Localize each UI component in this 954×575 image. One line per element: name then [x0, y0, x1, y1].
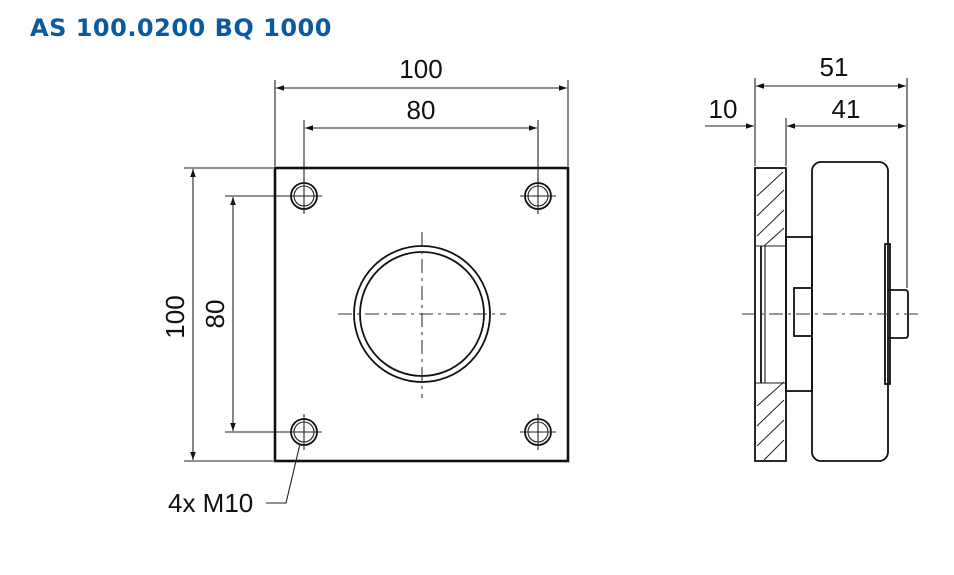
mounting-hole-bottom-right: [520, 414, 556, 450]
mounting-hole-bottom-left: [286, 414, 322, 450]
dimension-label-51: 51: [820, 52, 849, 82]
dimension-label-80-width: 80: [407, 95, 436, 125]
key-block: [793, 287, 813, 337]
drawing-title: AS 100.0200 BQ 1000: [30, 14, 332, 42]
dimension-label-100-height: 100: [160, 295, 190, 338]
dimension-label-80-height: 80: [200, 300, 230, 329]
side-view: 51 10 41: [705, 52, 918, 462]
hole-callout-label: 4x M10: [168, 488, 253, 518]
dimension-hole-spacing-height: 80: [200, 195, 290, 433]
central-bore: [338, 232, 506, 398]
plate-outline: [273, 166, 570, 463]
dimension-label-41: 41: [832, 94, 861, 124]
front-view: 100 80 100 80 4x M10: [160, 54, 570, 518]
mounting-hole-top-right: [520, 178, 556, 214]
main-body: [811, 161, 889, 462]
mounting-hole-top-left: [286, 178, 322, 214]
dimension-overall-height: 100: [160, 167, 273, 462]
dimension-hole-spacing-width: 80: [303, 95, 539, 182]
hole-callout: 4x M10: [168, 443, 301, 518]
dimension-label-100-width: 100: [399, 54, 442, 84]
dimension-overall-width: 100: [274, 54, 569, 166]
dimension-plate-and-body: 10 41: [705, 94, 906, 166]
dimension-label-10: 10: [709, 94, 738, 124]
dimension-overall-depth: 51: [754, 52, 908, 288]
